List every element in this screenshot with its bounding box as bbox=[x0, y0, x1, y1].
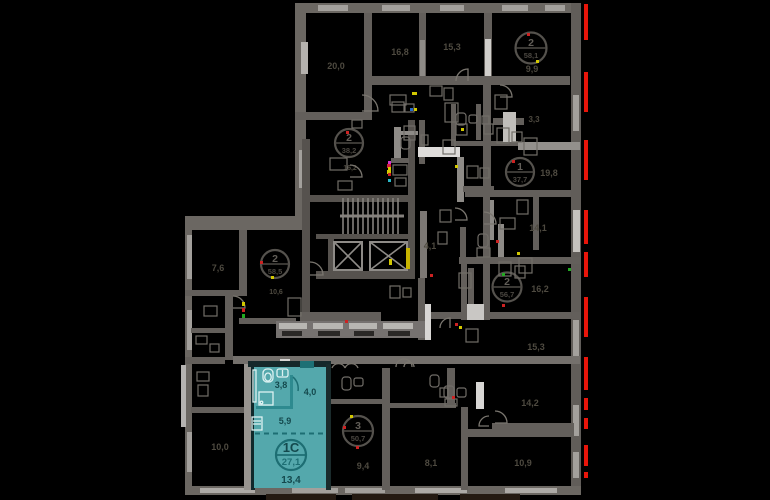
svg-text:14,1: 14,1 bbox=[529, 223, 547, 233]
svg-text:3,3: 3,3 bbox=[528, 115, 540, 124]
svg-text:50,7: 50,7 bbox=[351, 434, 366, 443]
svg-text:4,1: 4,1 bbox=[424, 241, 437, 251]
svg-text:13,4: 13,4 bbox=[281, 475, 301, 486]
svg-text:3,8: 3,8 bbox=[275, 380, 288, 390]
svg-text:9,9: 9,9 bbox=[526, 64, 539, 74]
svg-text:4,0: 4,0 bbox=[304, 387, 317, 397]
svg-text:38,2: 38,2 bbox=[342, 146, 357, 155]
svg-text:16,2: 16,2 bbox=[343, 165, 357, 172]
svg-text:10,9: 10,9 bbox=[514, 458, 532, 468]
svg-text:1: 1 bbox=[517, 161, 523, 173]
svg-text:10,6: 10,6 bbox=[269, 289, 283, 296]
svg-text:2: 2 bbox=[528, 37, 534, 49]
svg-text:15,3: 15,3 bbox=[443, 42, 461, 52]
svg-text:56,7: 56,7 bbox=[500, 290, 515, 299]
svg-text:2: 2 bbox=[272, 253, 278, 265]
svg-text:3: 3 bbox=[355, 420, 361, 432]
svg-text:16,2: 16,2 bbox=[531, 284, 549, 294]
svg-text:9,4: 9,4 bbox=[357, 461, 370, 471]
svg-text:27,1: 27,1 bbox=[282, 457, 301, 468]
svg-text:2: 2 bbox=[504, 276, 510, 288]
svg-text:5,9: 5,9 bbox=[279, 416, 292, 426]
svg-text:20,0: 20,0 bbox=[327, 61, 345, 71]
svg-text:7,6: 7,6 bbox=[212, 263, 225, 273]
svg-text:37,7: 37,7 bbox=[513, 175, 528, 184]
svg-text:2: 2 bbox=[346, 132, 352, 144]
svg-text:58,5: 58,5 bbox=[268, 267, 283, 276]
svg-text:8,1: 8,1 bbox=[425, 458, 438, 468]
svg-text:1C: 1C bbox=[283, 440, 300, 455]
svg-text:16,8: 16,8 bbox=[391, 47, 409, 57]
svg-text:14,2: 14,2 bbox=[521, 398, 539, 408]
svg-text:58,1: 58,1 bbox=[524, 51, 539, 60]
svg-text:10,0: 10,0 bbox=[211, 442, 229, 452]
svg-text:19,8: 19,8 bbox=[540, 168, 558, 178]
svg-text:15,3: 15,3 bbox=[527, 342, 545, 352]
